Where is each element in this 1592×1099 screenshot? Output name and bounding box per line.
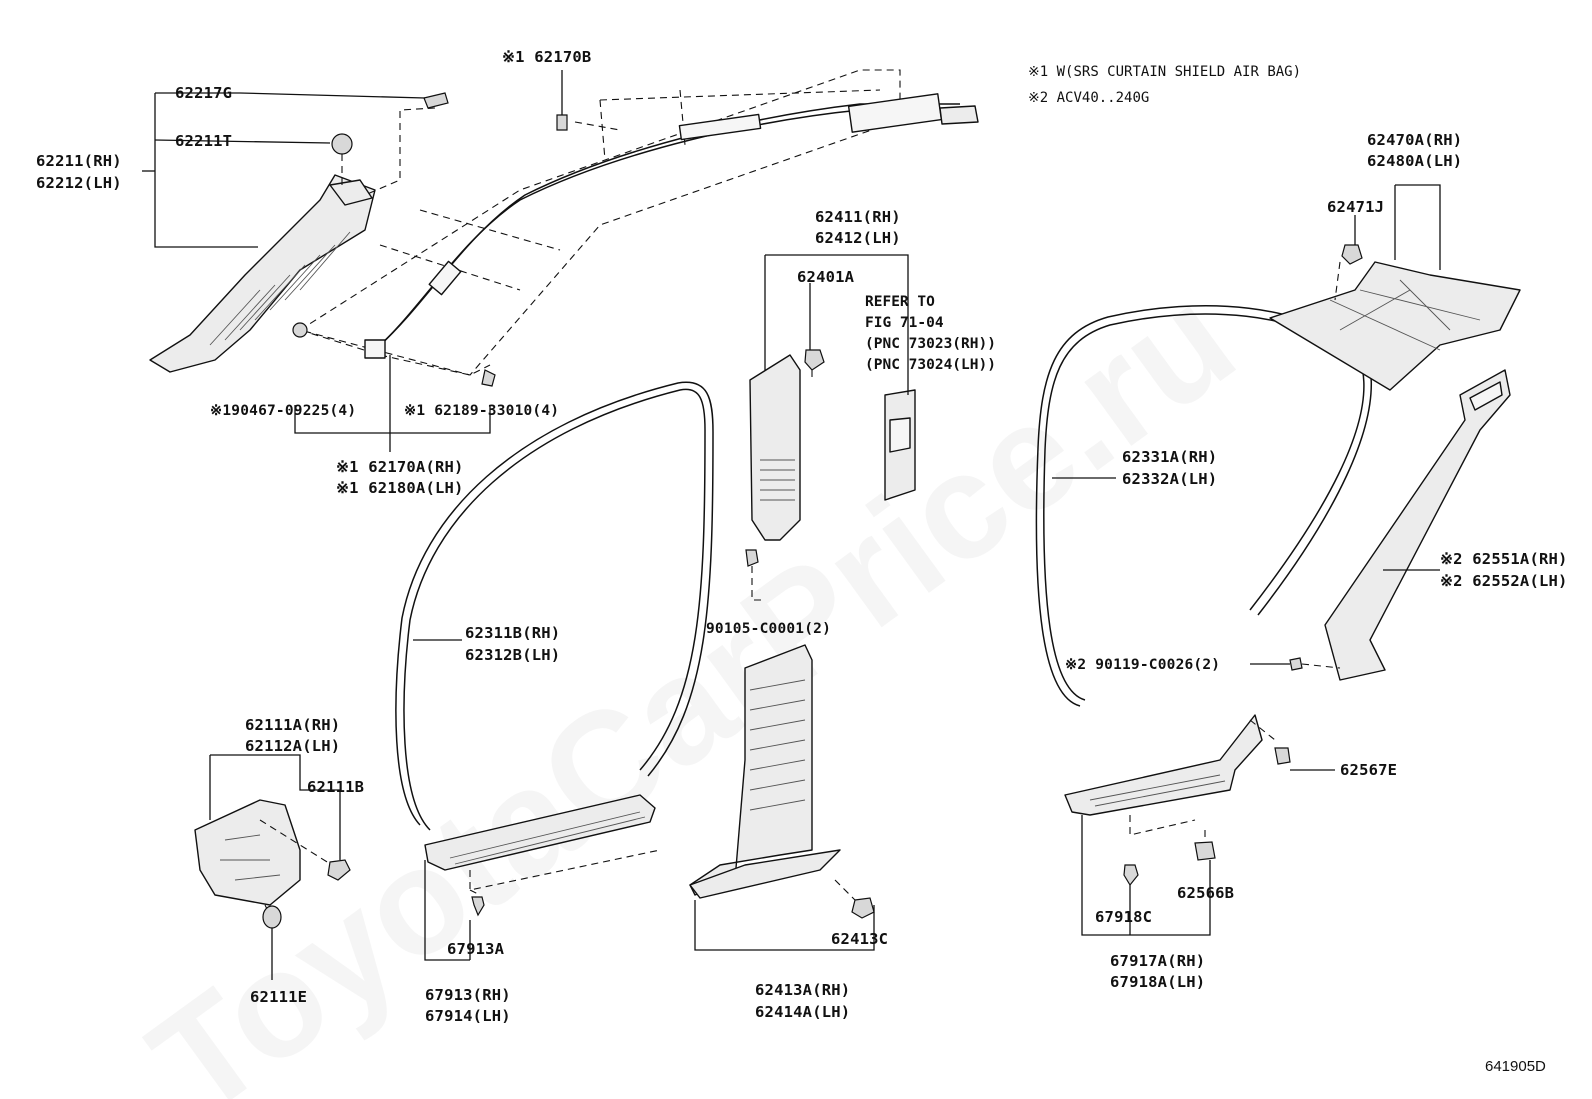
part-label-90467-09225[interactable]: ※190467-09225(4) (210, 403, 357, 419)
refer-line-2: FIG 71-04 (865, 315, 944, 331)
cowl-side-trim (194, 754, 351, 980)
part-label-62312B-lh[interactable]: 62312B(LH) (465, 646, 561, 664)
part-label-62217G[interactable]: 62217G (175, 84, 233, 102)
note-1: ※1 W(SRS CURTAIN SHIELD AIR BAG) (1028, 62, 1301, 82)
refer-line-1: REFER TO (865, 294, 935, 310)
a-pillar-garnish (149, 92, 449, 373)
part-label-62189-33010[interactable]: ※1 62189-33010(4) (404, 403, 560, 419)
part-label-62212-lh[interactable]: 62212(LH) (36, 174, 122, 192)
part-label-62413C[interactable]: 62413C (831, 930, 889, 948)
part-label-62552A-lh[interactable]: ※2 62552A(LH) (1440, 572, 1568, 590)
refer-line-3: (PNC 73023(RH)) (865, 336, 996, 352)
part-label-62211-rh[interactable]: 62211(RH) (36, 152, 122, 170)
part-label-62111E[interactable]: 62111E (250, 988, 308, 1006)
part-label-90119-C0026[interactable]: ※2 90119-C0026(2) (1065, 657, 1221, 673)
rear-scuff-plate (1064, 714, 1335, 936)
curtain-airbag-assembly (292, 69, 979, 387)
part-label-62170A-rh[interactable]: ※1 62170A(RH) (336, 458, 464, 476)
part-label-62551A-rh[interactable]: ※2 62551A(RH) (1440, 550, 1568, 568)
part-label-62211T[interactable]: 62211T (175, 132, 233, 150)
refer-line-4: (PNC 73024(LH)) (865, 357, 996, 373)
note-1-mark: ※1 (1028, 64, 1049, 80)
note-2-text: ACV40..240G (1056, 90, 1150, 106)
part-label-62413A-rh[interactable]: 62413A(RH) (755, 981, 851, 999)
leaders-top-left (142, 92, 491, 452)
part-label-62112A-lh[interactable]: 62112A(LH) (245, 737, 341, 755)
rear-quarter-trim (1269, 184, 1521, 391)
part-label-62170B[interactable]: ※1 62170B (502, 48, 592, 66)
part-label-62331A-rh[interactable]: 62331A(RH) (1122, 448, 1218, 466)
part-label-62470A-rh[interactable]: 62470A(RH) (1367, 131, 1463, 149)
figure-code: 641905D (1485, 1058, 1546, 1075)
part-label-62332A-lh[interactable]: 62332A(LH) (1122, 470, 1218, 488)
part-label-62414A-lh[interactable]: 62414A(LH) (755, 1003, 851, 1021)
note-1-text: W(SRS CURTAIN SHIELD AIR BAG) (1056, 64, 1302, 80)
part-label-67918A-lh[interactable]: 67918A(LH) (1110, 973, 1206, 991)
part-label-90105-C0001[interactable]: 90105-C0001(2) (706, 621, 832, 637)
part-label-67914-lh[interactable]: 67914(LH) (425, 1007, 511, 1025)
part-label-62111B[interactable]: 62111B (307, 778, 365, 796)
part-label-62311B-rh[interactable]: 62311B(RH) (465, 624, 561, 642)
part-label-62111A-rh[interactable]: 62111A(RH) (245, 716, 341, 734)
part-label-67913A[interactable]: 67913A (447, 940, 505, 958)
part-label-67917A-rh[interactable]: 67917A(RH) (1110, 952, 1206, 970)
part-label-62567E[interactable]: 62567E (1340, 761, 1398, 779)
part-label-67913-rh[interactable]: 67913(RH) (425, 986, 511, 1004)
part-label-67918C[interactable]: 67918C (1095, 908, 1153, 926)
rear-door-weatherstrip (1035, 304, 1372, 707)
note-2-mark: ※2 (1028, 90, 1049, 106)
front-scuff-plate (424, 794, 661, 961)
center-pillar-upper (745, 254, 916, 601)
part-label-62412-lh[interactable]: 62412(LH) (815, 229, 901, 247)
center-pillar-lower (689, 644, 875, 951)
refer-note[interactable]: REFER TO FIG 71-04 (PNC 73023(RH)) (PNC … (865, 292, 996, 376)
part-label-62566B[interactable]: 62566B (1177, 884, 1235, 902)
part-label-62401A[interactable]: 62401A (797, 268, 855, 286)
c-pillar-garnish (1250, 369, 1511, 681)
part-label-62411-rh[interactable]: 62411(RH) (815, 208, 901, 226)
part-label-62180A-lh[interactable]: ※1 62180A(LH) (336, 479, 464, 497)
part-label-62480A-lh[interactable]: 62480A(LH) (1367, 152, 1463, 170)
note-2: ※2 ACV40..240G (1028, 88, 1149, 108)
part-label-62471J[interactable]: 62471J (1327, 198, 1385, 216)
front-door-weatherstrip (395, 381, 714, 831)
